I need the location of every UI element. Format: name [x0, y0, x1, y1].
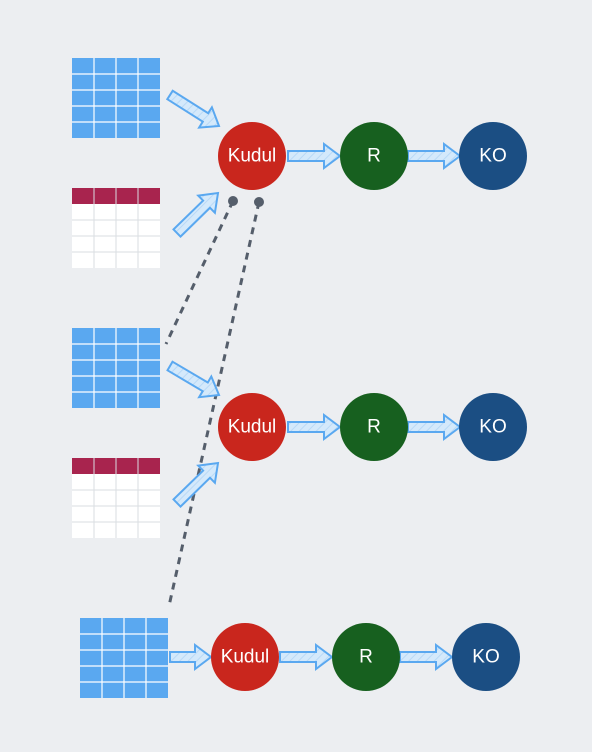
arrow-kudul-to-r: [279, 643, 334, 671]
dashed-links: [164, 196, 264, 607]
kudul-node: [211, 623, 279, 691]
arrow-table-to-kudul: [172, 461, 220, 509]
row-2: Kudul R KO: [218, 393, 527, 461]
kudul-node: [218, 122, 286, 190]
row-3: Kudul R KO: [211, 623, 520, 691]
dashed-link-2: [167, 201, 261, 607]
ko-node: [459, 122, 527, 190]
dashed-link-1: [164, 200, 235, 345]
table-header-1: [72, 188, 160, 268]
arrow-table-to-kudul: [169, 643, 213, 671]
ko-node: [459, 393, 527, 461]
arrow-kudul-to-r: [287, 142, 342, 170]
r-label: R: [367, 417, 381, 438]
table-blue-1: [72, 58, 160, 138]
ko-label: KO: [472, 647, 499, 668]
table-blue-2: [72, 328, 160, 408]
table-blue-3: [80, 618, 168, 698]
ko-node: [452, 623, 520, 691]
arrow-r-to-ko: [399, 643, 454, 671]
arrow-kudul-to-r: [287, 413, 342, 441]
link-dot-1: [228, 196, 238, 206]
r-label: R: [367, 146, 381, 167]
ko-label: KO: [479, 146, 506, 167]
arrow-table-to-kudul: [165, 89, 221, 129]
arrow-r-to-ko: [407, 413, 462, 441]
link-dot-2: [254, 197, 264, 207]
arrow-table-to-kudul: [172, 191, 220, 239]
r-node: [340, 122, 408, 190]
ko-label: KO: [479, 417, 506, 438]
arrows: [165, 89, 462, 671]
row-1: Kudul R KO: [218, 122, 527, 190]
arrow-r-to-ko: [407, 142, 462, 170]
r-label: R: [359, 647, 373, 668]
r-node: [332, 623, 400, 691]
kudul-node: [218, 393, 286, 461]
kudul-label: Kudul: [228, 146, 277, 167]
arrow-table-to-kudul: [166, 360, 221, 399]
kudul-label: Kudul: [228, 417, 277, 438]
kudul-label: Kudul: [221, 647, 270, 668]
r-node: [340, 393, 408, 461]
table-header-2: [72, 458, 160, 538]
